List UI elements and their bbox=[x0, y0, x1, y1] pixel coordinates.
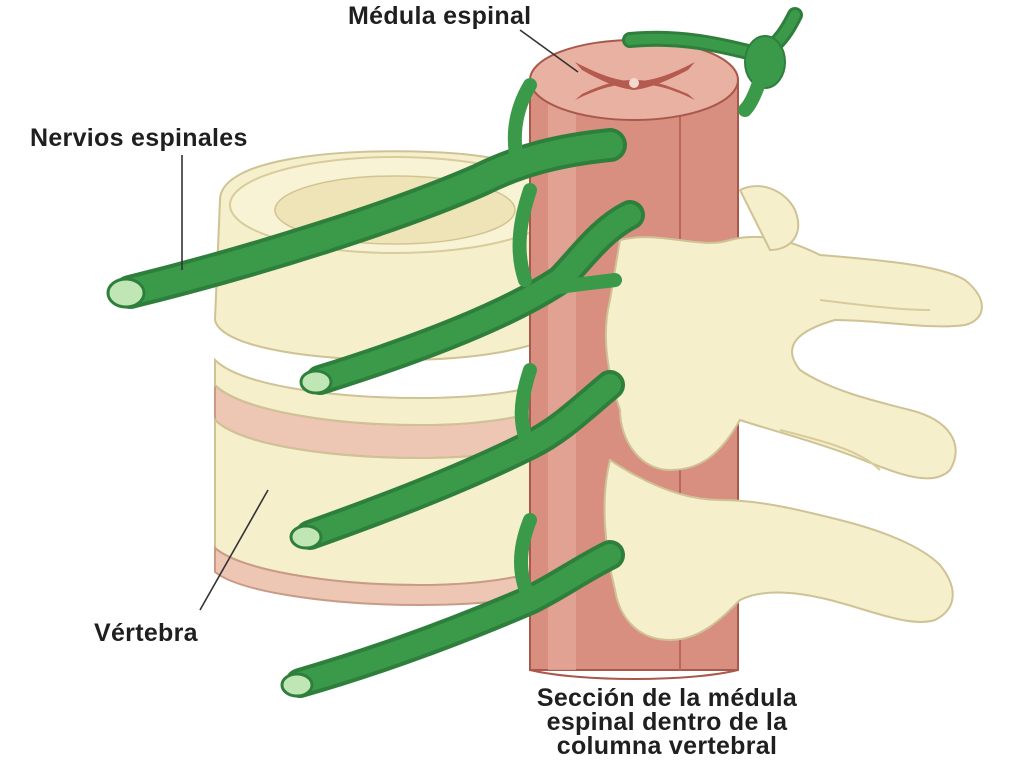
spinal-nerves bbox=[106, 7, 803, 698]
leader-line-medula bbox=[519, 29, 579, 73]
label-spinal-nerves: Nervios espinales bbox=[30, 124, 248, 152]
leader-lines bbox=[181, 29, 579, 611]
caption-line-1: Sección de la médula bbox=[536, 684, 798, 712]
vertebral-processes bbox=[603, 185, 983, 642]
caption-line-2: espinal dentro de la bbox=[546, 708, 788, 736]
label-vertebra: Vértebra bbox=[94, 619, 198, 647]
caption-line-3: columna vertebral bbox=[556, 732, 778, 760]
label-spinal-cord: Médula espinal bbox=[348, 2, 532, 30]
leader-line-vertebra bbox=[199, 489, 269, 611]
caption-section: Sección de la médula espinal dentro de l… bbox=[452, 684, 882, 760]
